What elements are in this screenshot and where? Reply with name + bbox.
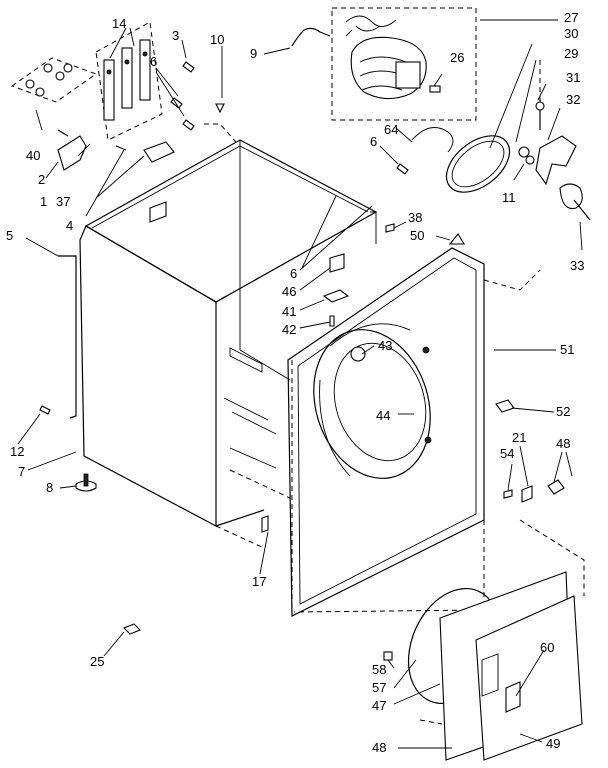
part-8-leveling-foot <box>75 473 97 492</box>
callout-49: 49 <box>546 736 560 751</box>
callout-41: 41 <box>282 304 296 319</box>
callout-31: 31 <box>566 70 580 85</box>
part-50-bumper <box>448 233 465 245</box>
callout-46: 46 <box>282 284 296 299</box>
callout-17: 17 <box>252 574 266 589</box>
callout-25: 25 <box>90 654 104 669</box>
part-33-idler-pulley <box>559 183 583 210</box>
callout-40: 40 <box>26 148 40 163</box>
callout-43: 43 <box>378 338 392 353</box>
callout-51: 51 <box>560 342 574 357</box>
callout-12: 12 <box>10 444 24 459</box>
callout-5: 5 <box>6 228 13 243</box>
part-9-harness <box>291 27 331 47</box>
callout-labels: 14 3 10 9 27 26 30 29 31 32 6 40 2 1 37 … <box>6 10 584 755</box>
callout-32: 32 <box>566 92 580 107</box>
access-panel-assembly <box>383 519 585 761</box>
callout-48-right: 48 <box>556 436 570 451</box>
parts-14-terminal-blocks <box>95 21 163 141</box>
callout-44: 44 <box>376 408 390 423</box>
part-5-strap <box>58 255 77 419</box>
part-41-switch <box>322 289 350 303</box>
parts-40-group <box>10 57 98 103</box>
part-30-belt <box>445 135 511 193</box>
callout-42: 42 <box>282 322 296 337</box>
part-32-idler-bracket <box>535 135 577 186</box>
callout-60: 60 <box>540 640 554 655</box>
callout-48-bottom: 48 <box>372 740 386 755</box>
callout-8: 8 <box>46 480 53 495</box>
callout-1: 1 <box>40 194 47 209</box>
part-17-clip <box>261 515 269 533</box>
motor-assembly <box>331 7 477 121</box>
part-38-clip <box>385 223 395 233</box>
callout-4: 4 <box>66 218 73 233</box>
callout-9: 9 <box>250 46 257 61</box>
screws <box>39 61 409 415</box>
callout-38: 38 <box>408 210 422 225</box>
callout-6-mid: 6 <box>290 266 297 281</box>
callout-57: 57 <box>372 680 386 695</box>
callout-6-motor: 6 <box>370 134 377 149</box>
front-panel <box>287 247 485 617</box>
callout-47: 47 <box>372 698 386 713</box>
callout-58: 58 <box>372 662 386 677</box>
callout-2: 2 <box>38 172 45 187</box>
leader-lines <box>17 19 583 749</box>
part-46-bracket <box>329 253 345 273</box>
callout-54: 54 <box>500 446 514 461</box>
callout-30: 30 <box>564 26 578 41</box>
callout-27: 27 <box>564 10 578 25</box>
callout-21: 21 <box>512 430 526 445</box>
callout-29: 29 <box>564 46 578 61</box>
callout-52: 52 <box>556 404 570 419</box>
callout-64: 64 <box>384 122 398 137</box>
callout-10: 10 <box>210 32 224 47</box>
part-52-clip <box>495 399 515 413</box>
part-25-clip <box>123 623 141 635</box>
callout-6-top: 6 <box>150 54 157 69</box>
cabinet-body <box>79 139 378 549</box>
callout-11: 11 <box>502 190 516 205</box>
part-42-screw <box>329 315 335 327</box>
callout-3: 3 <box>172 28 179 43</box>
callout-33: 33 <box>570 258 584 273</box>
callout-14: 14 <box>112 16 126 31</box>
callout-50: 50 <box>410 228 424 243</box>
part-2-bracket <box>57 135 87 171</box>
part-37-block <box>143 141 175 163</box>
callout-26: 26 <box>450 50 464 65</box>
callout-7: 7 <box>18 464 25 479</box>
callout-37: 37 <box>56 194 70 209</box>
